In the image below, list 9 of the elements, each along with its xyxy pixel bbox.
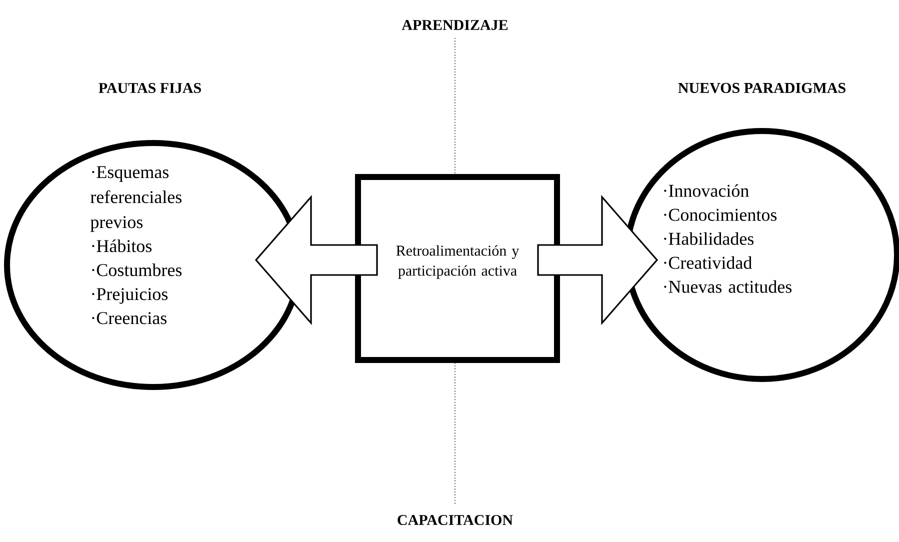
process-box: Retroalimentación y participación activa — [355, 174, 560, 363]
circle-node: PAUTAS FIJAS ·Esquemas referenciales previos ·Hábitos ·Costumbres ·Prejuicios ·Creencias — [4, 82, 302, 390]
block-arrow — [537, 194, 658, 326]
block-arrow — [254, 194, 378, 326]
axis-label: CAPACITACION — [396, 514, 514, 526]
circle-node: NUEVOS PARADIGMAS ·Innovación ·Conocimientos ·Habilidades ·Creatividad ·Nuevas actitudes — [624, 82, 899, 382]
axis-label: APRENDIZAJE — [400, 18, 510, 32]
node-label: NUEVOS PARADIGMAS — [678, 82, 846, 94]
node-label: PAUTAS FIJAS — [98, 82, 201, 94]
